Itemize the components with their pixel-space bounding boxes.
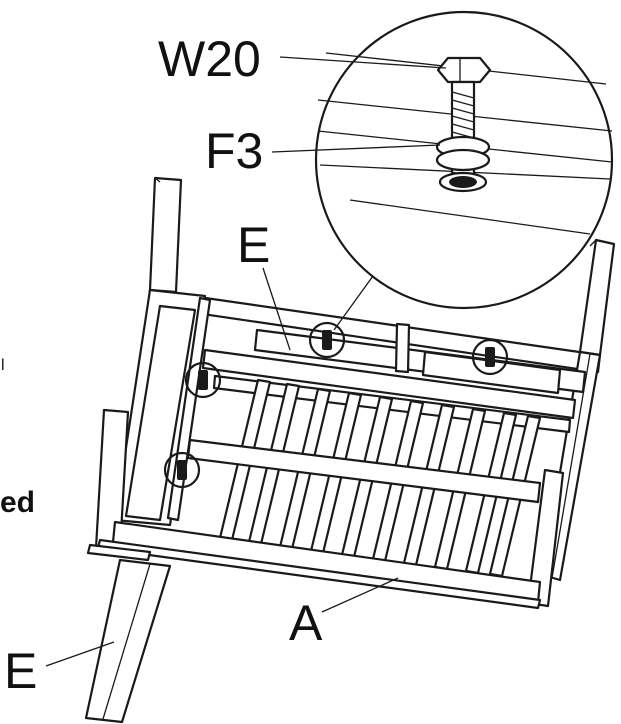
middle-cross-bar xyxy=(186,438,542,504)
left-side-rail xyxy=(113,288,212,527)
part-e-board-bottom xyxy=(84,558,172,724)
label-a: A xyxy=(289,595,323,651)
bolt-location-1 xyxy=(308,321,346,359)
left-back-post xyxy=(148,176,183,294)
label-e-bottom: E xyxy=(4,643,37,699)
magnified-detail xyxy=(314,10,614,310)
right-back-post xyxy=(578,238,616,357)
leader-f3 xyxy=(271,144,441,153)
right-front-post xyxy=(526,468,565,608)
leader-w20 xyxy=(279,56,447,69)
label-e-top: E xyxy=(237,217,270,273)
label-f3: F3 xyxy=(205,123,263,179)
leader-a xyxy=(321,577,399,613)
edge-text-fragment-1: l xyxy=(1,357,5,374)
leader-e-bottom xyxy=(45,641,115,667)
bolt-location-3 xyxy=(184,361,222,399)
leader-e-top xyxy=(262,267,291,351)
bolt-location-2 xyxy=(471,338,509,376)
hole-icon xyxy=(438,171,488,193)
bolt-location-4 xyxy=(163,451,201,489)
washer-icon xyxy=(435,135,491,172)
part-e-board-top xyxy=(253,322,587,395)
label-w20: W20 xyxy=(158,31,261,87)
edge-text-fragment-2: ed xyxy=(0,486,35,519)
